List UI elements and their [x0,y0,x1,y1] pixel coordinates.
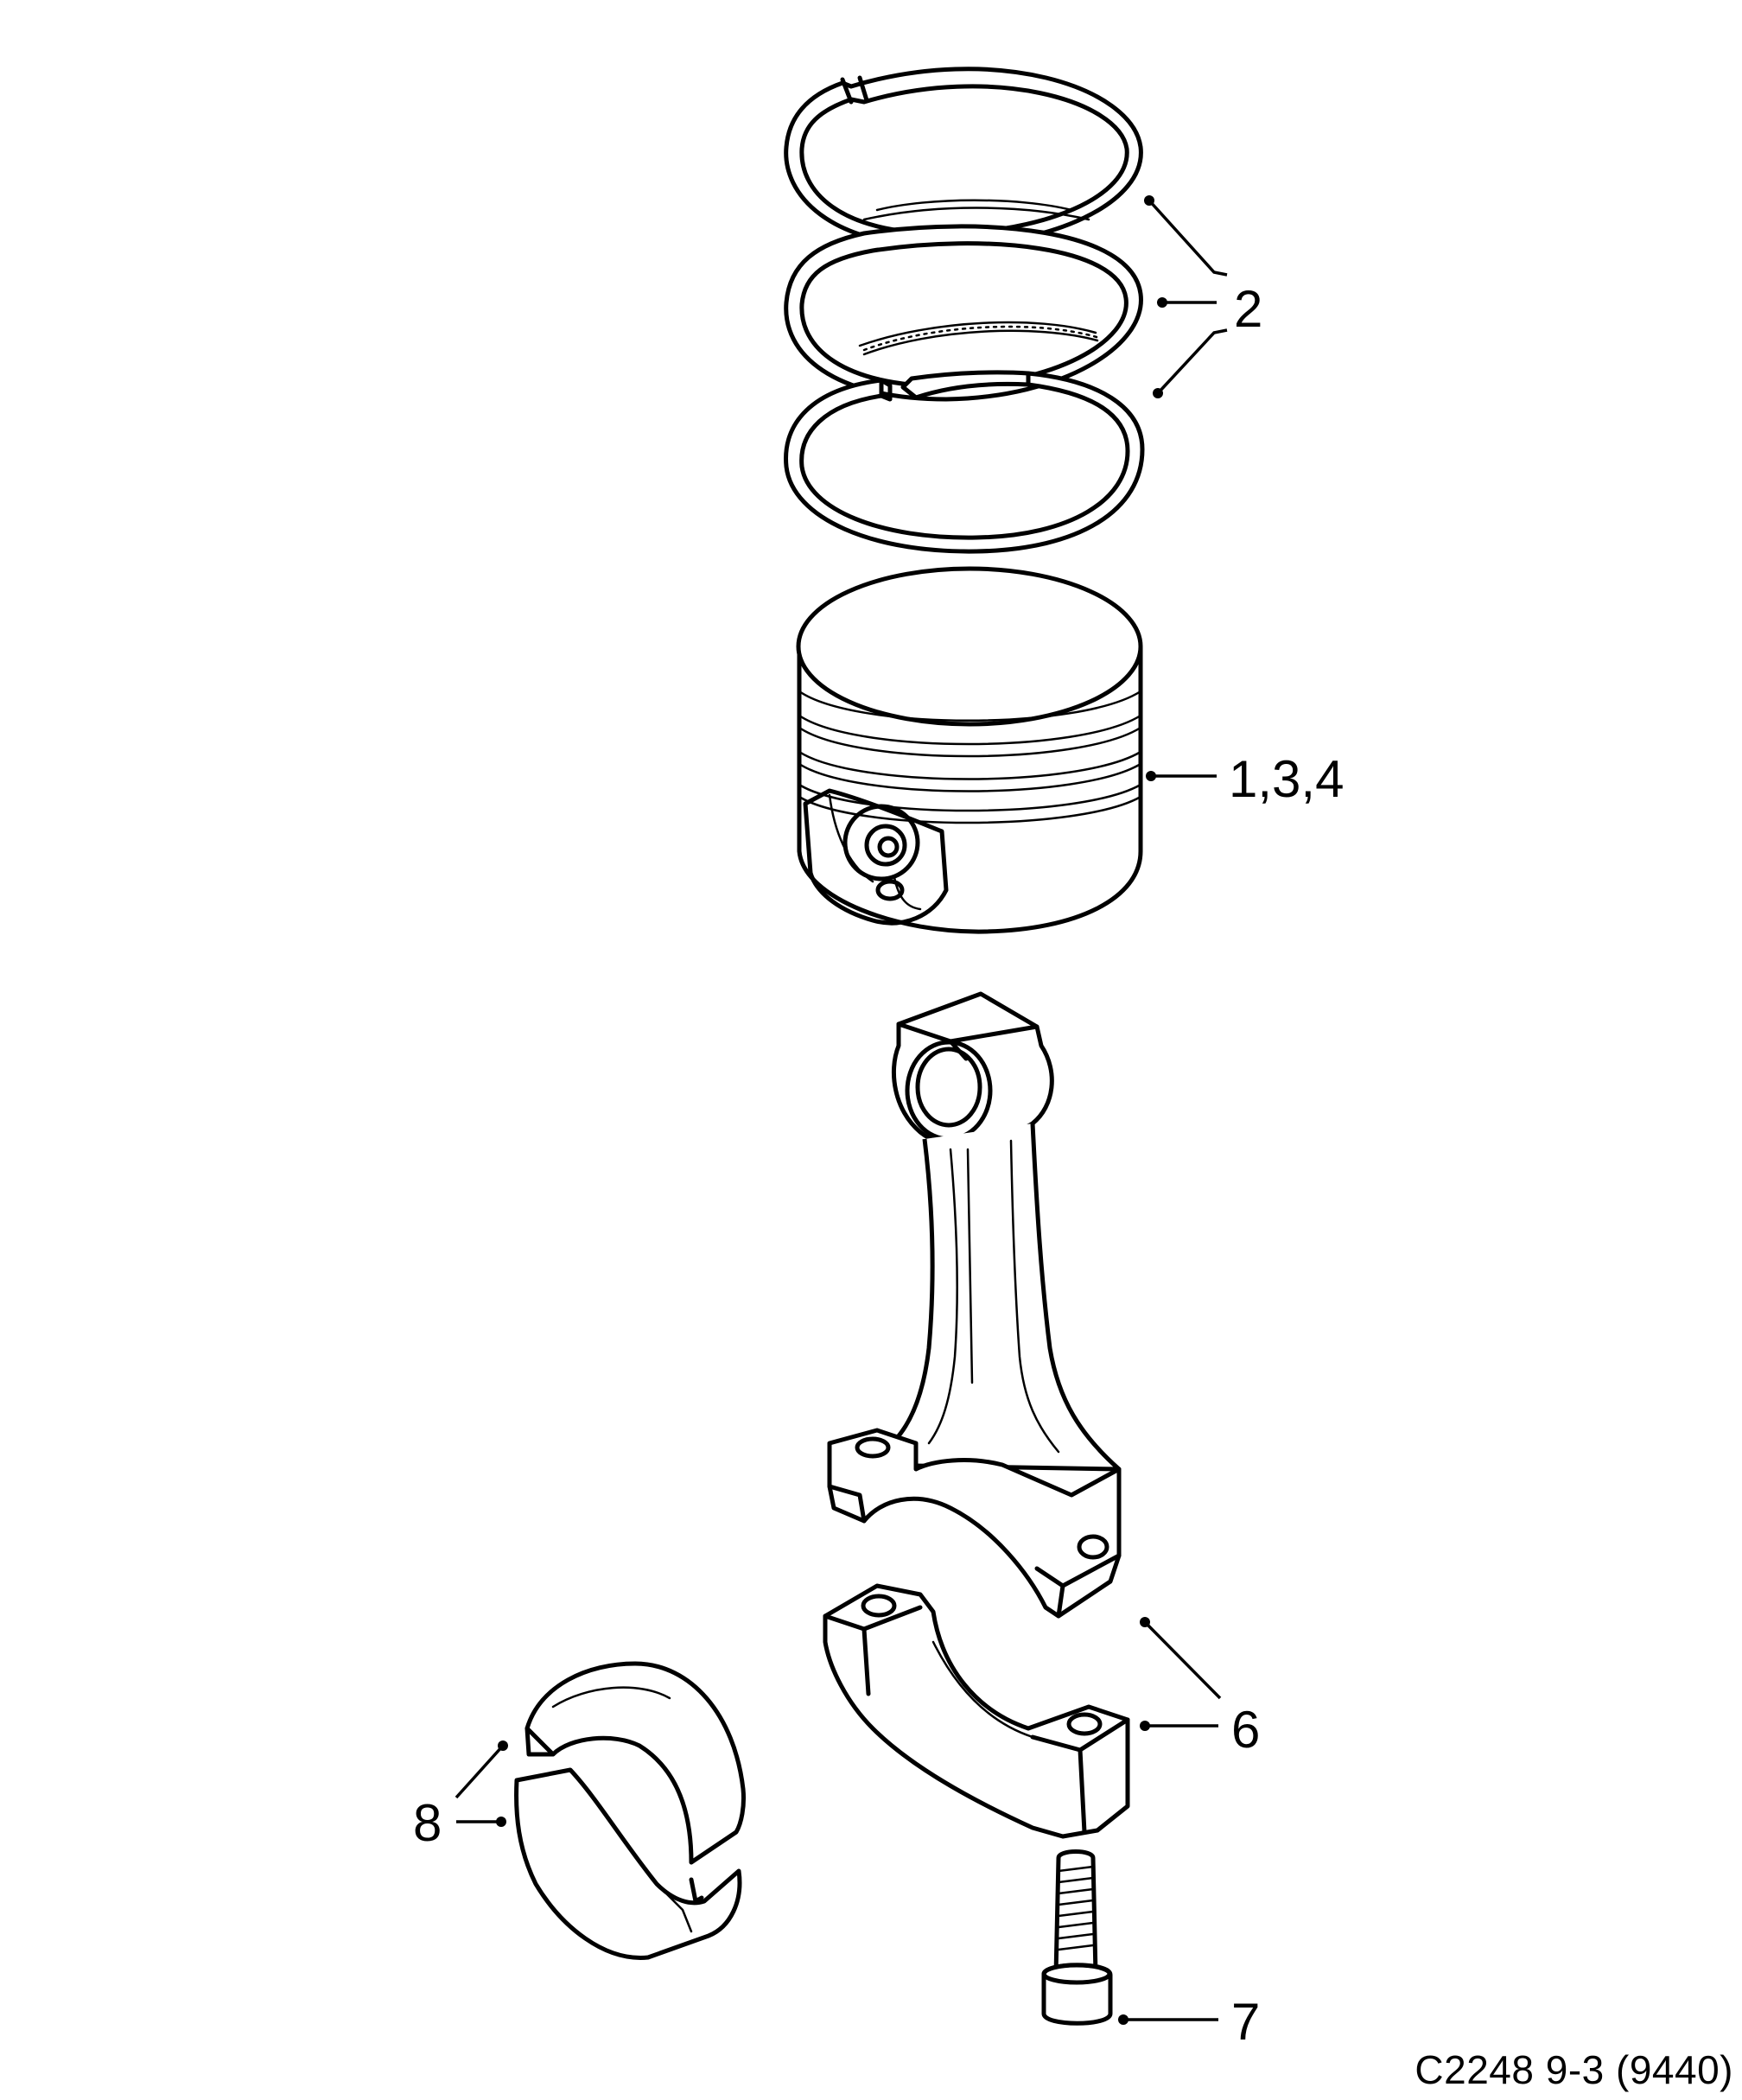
middle-ring [784,224,1143,402]
cap-bolt [1041,1849,1113,2026]
callout-leaders [455,195,1228,2025]
oil-ring [784,370,1145,554]
figure-reference: C2248 9-3 (9440) [1415,2047,1733,2092]
connecting-rod [827,991,1122,1619]
callout-rod: 6 [1231,1701,1260,1759]
callout-rings: 2 [1234,280,1262,338]
piston [796,566,1143,934]
top-ring [784,67,1143,249]
callout-bearings: 8 [413,1794,442,1852]
bearing-cap [823,1583,1130,1839]
bearing-shells [514,1661,746,1960]
callout-piston: 1,3,4 [1229,750,1344,808]
piston-rings [784,67,1145,554]
callout-bolt: 7 [1231,1993,1260,2051]
